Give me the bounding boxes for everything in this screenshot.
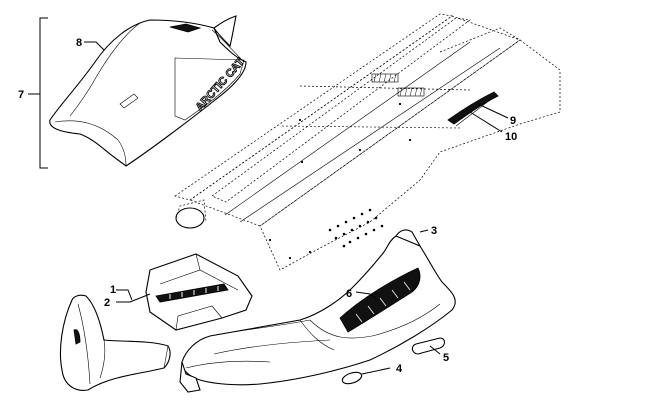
callout-10: 10 bbox=[505, 131, 517, 143]
callout-3: 3 bbox=[431, 225, 437, 237]
handle-part-5 bbox=[411, 337, 446, 355]
tunnel bbox=[174, 13, 561, 271]
leader-4 bbox=[361, 367, 391, 375]
callout-1: 1 bbox=[110, 284, 116, 296]
nose-part bbox=[59, 289, 171, 391]
callout-8: 8 bbox=[76, 37, 82, 49]
belly-pan bbox=[179, 229, 456, 393]
seat-assembly: ARCTIC CAT bbox=[28, 15, 248, 169]
callout-2: 2 bbox=[104, 297, 110, 309]
leader-10 bbox=[469, 111, 503, 133]
callout-4: 4 bbox=[396, 363, 403, 375]
leader-2 bbox=[116, 293, 151, 303]
callout-6: 6 bbox=[346, 288, 352, 300]
leader-1 bbox=[116, 289, 133, 301]
tunnel-decal bbox=[447, 91, 499, 127]
tunnel-holes bbox=[268, 102, 412, 260]
leader-9 bbox=[477, 103, 509, 119]
callout-7: 7 bbox=[18, 89, 24, 101]
cap-part-4 bbox=[341, 367, 391, 385]
callout-5: 5 bbox=[443, 352, 449, 364]
leader-5 bbox=[429, 345, 441, 355]
leader-8 bbox=[84, 41, 105, 51]
bracket-7 bbox=[39, 17, 48, 169]
tunnel-vents bbox=[371, 73, 425, 97]
leader-3 bbox=[419, 229, 429, 233]
leader-6 bbox=[355, 291, 379, 301]
inner-bracket-part bbox=[116, 253, 253, 331]
callout-9: 9 bbox=[510, 115, 516, 127]
